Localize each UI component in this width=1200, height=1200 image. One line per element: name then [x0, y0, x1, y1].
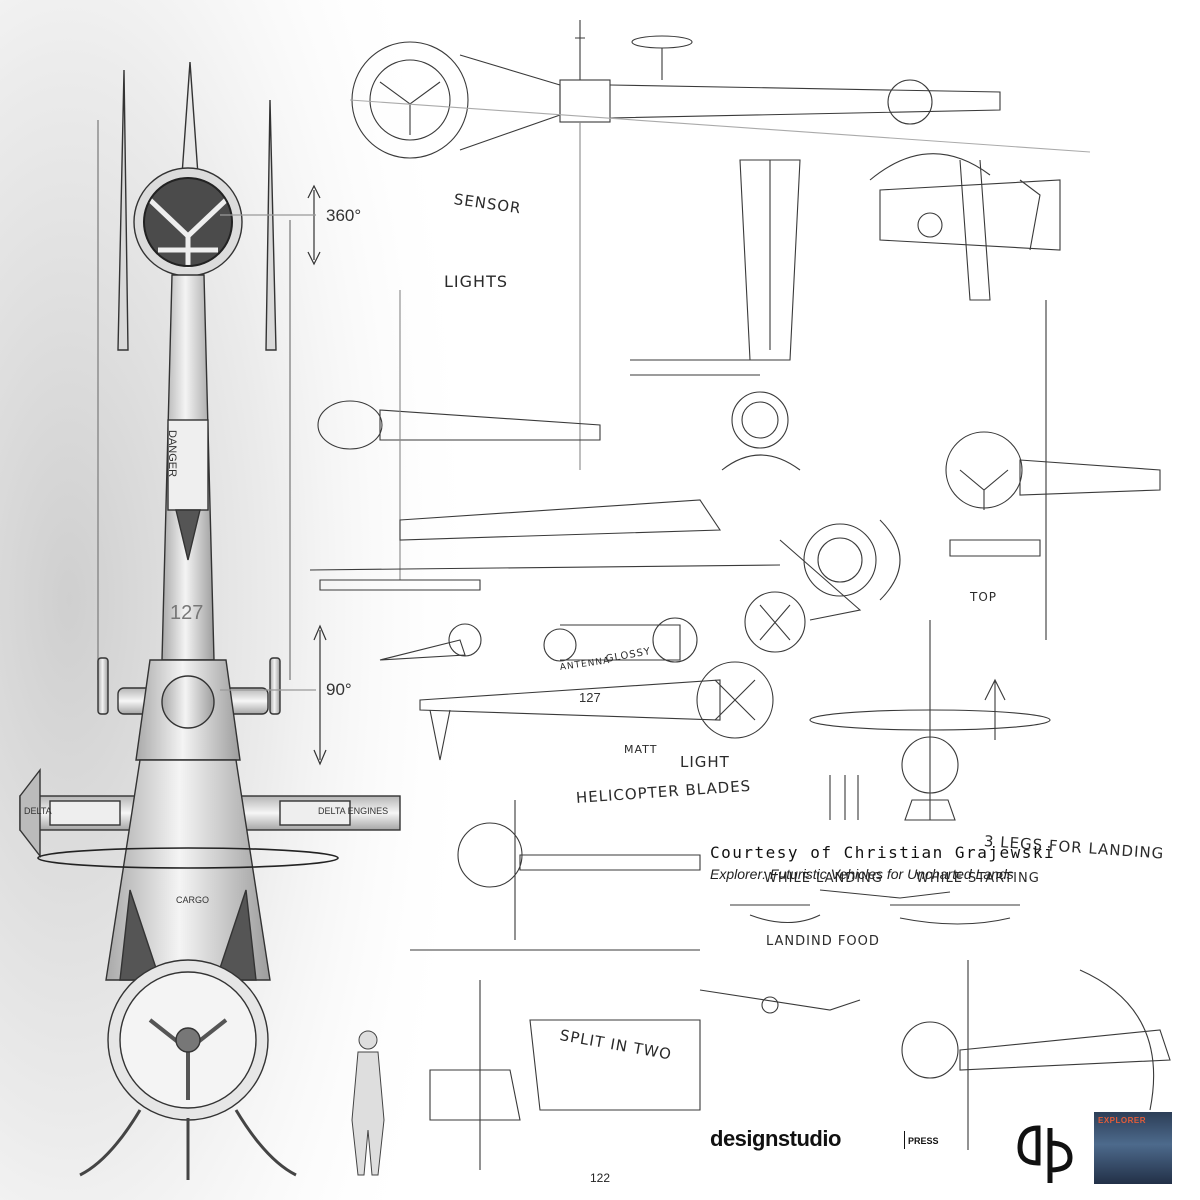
sketch-top-vehicle [349, 20, 1091, 470]
sketch-blade-vehicle [630, 159, 801, 471]
sketch-propeller-vehicles [379, 591, 806, 761]
main-vehicle-render [19, 61, 401, 1180]
annotation-landing-food: LANDIND FOOD [766, 934, 880, 949]
rotation-360-label: 360° [326, 206, 362, 225]
annotation-while-landing: WHILE LANDING [764, 871, 883, 886]
publisher-divider [904, 1131, 905, 1149]
rotation-90-label: 90° [326, 680, 352, 699]
annotation-while-starting: WHILE STARTING [916, 871, 1040, 886]
sketch-long-vehicle [309, 499, 901, 621]
courtesy-credit: Courtesy of Christian Grajewski [710, 843, 1056, 862]
annotation-top: TOP [970, 590, 998, 604]
sketch-landing-diagrams [730, 904, 1020, 925]
engine-right-marking: DELTA ENGINES [318, 806, 389, 816]
sketch-number-marking: 127 [579, 690, 601, 705]
annotation-matt: MATT [624, 743, 658, 756]
book-cover-title: EXPLORER [1098, 1116, 1147, 1125]
sketch-rotor-vehicle [809, 620, 1051, 821]
annotation-light: LIGHT [680, 753, 730, 771]
sketch-bottom-vehicles [429, 960, 1171, 1170]
engine-left-marking: DELTA [24, 806, 52, 816]
book-cover-thumbnail [1094, 1112, 1172, 1184]
vehicle-number: 127 [170, 602, 204, 624]
book-title: Explorer: Futuristic Vehicles for Unchar… [710, 866, 1014, 882]
annotation-lights: LIGHTS [444, 272, 508, 291]
human-scale-figure [351, 1030, 385, 1176]
sketch-top-right-vehicle [869, 153, 1061, 301]
danger-marking: DANGER [166, 430, 178, 478]
page-number: 122 [590, 1171, 611, 1185]
rotation-indicators [220, 184, 327, 766]
pencil-sketches [309, 20, 1171, 1170]
sketch-lower-vehicle [410, 800, 951, 951]
publisher-press: PRESS [908, 1136, 939, 1146]
publisher-name: designstudio [710, 1126, 841, 1151]
sketch-mid-right-vehicle [945, 300, 1161, 640]
designstudio-logo [1017, 1125, 1073, 1183]
cargo-marking: CARGO [176, 895, 210, 905]
